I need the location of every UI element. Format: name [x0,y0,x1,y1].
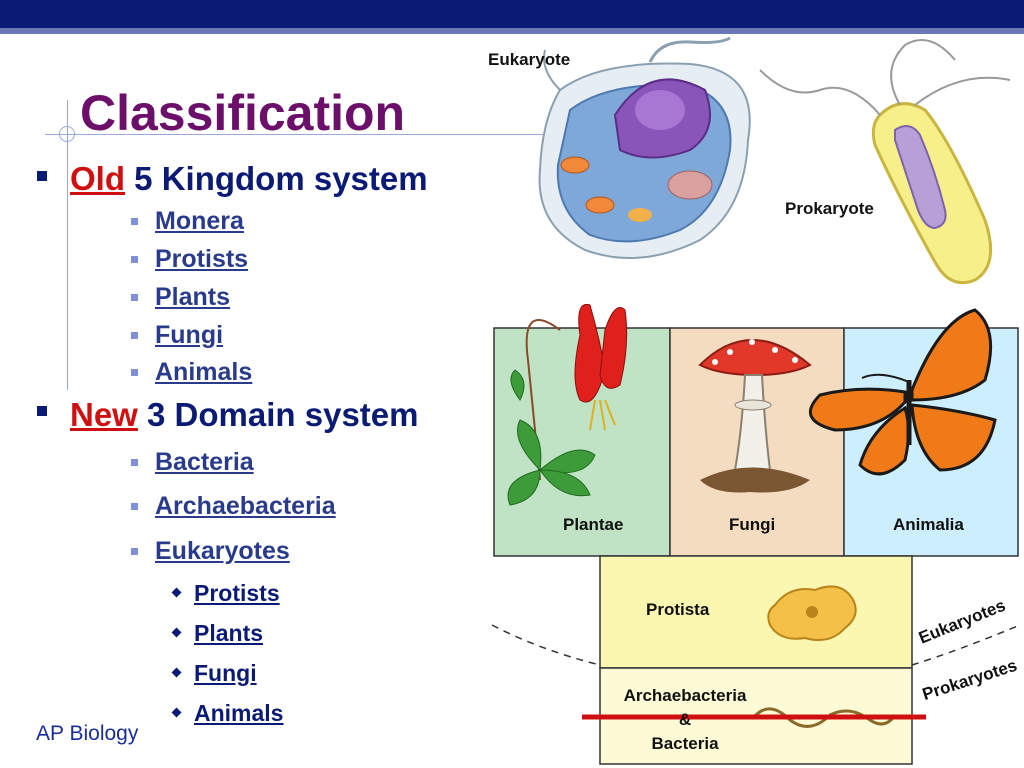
columbine-plant-illustration [507,303,628,506]
kingdom-link-plants[interactable]: Plants [155,283,231,311]
kingdom-link-protists[interactable]: Protists [155,245,249,273]
bacteria-label: Bacteria [651,734,719,753]
slide-title: Classification [80,85,406,141]
eukaryote-link-animals[interactable]: Animals [194,700,284,726]
amoeba-illustration [767,585,857,641]
plantae-label: Plantae [563,515,624,534]
kingdom-link-monera[interactable]: Monera [155,207,244,235]
prokaryote-label: Prokaryote [785,199,874,218]
sub-bullet-icon [131,548,138,555]
boundary-curve-right [911,624,1021,666]
new-highlight: New [70,396,138,433]
slide-top-banner [0,0,1024,28]
domain-link-eukaryotes[interactable]: Eukaryotes [155,537,290,565]
prokaryotic-cell-illustration [759,39,1011,285]
sub-bullet-icon [131,294,138,301]
old-highlight: Old [70,160,125,197]
bullet-old-kingdom: Old 5 Kingdom system [70,160,428,198]
domain-link-archaebacteria[interactable]: Archaebacteria [155,492,336,520]
slide-top-banner-stripe [0,28,1024,34]
kingdom-link-fungi[interactable]: Fungi [155,321,224,349]
sub-bullet-icon [131,503,138,510]
eukaryotic-cell-illustration [538,36,751,259]
archaebacteria-label: Archaebacteria [623,686,747,705]
sub-bullet-icon [131,369,138,376]
butterfly-illustration [808,308,997,476]
title-rule-horizontal [45,134,745,135]
protista-label: Protista [646,600,710,619]
boundary-curve-left [491,624,601,666]
fungi-label: Fungi [729,515,776,534]
eukaryote-label: Eukaryote [488,50,571,69]
bullet-square-icon [37,406,47,416]
new-text: 3 Domain system [147,396,419,433]
bullet-new-domain: New 3 Domain system [70,396,418,434]
kingdom-link-animals[interactable]: Animals [155,358,253,386]
sub-bullet-icon [131,256,138,263]
domain-link-bacteria[interactable]: Bacteria [155,448,254,476]
eukaryote-link-protists[interactable]: Protists [194,580,280,606]
mushroom-illustration [698,339,812,493]
ampersand-label: & [678,710,692,729]
sub-bullet-icon [131,459,138,466]
footer-course-label: AP Biology [36,722,139,745]
title-rule-vertical [67,100,68,390]
sub-bullet-icon [131,332,138,339]
animalia-label: Animalia [893,515,964,534]
crosshair-icon [59,126,75,142]
protista-panel [599,555,913,669]
sub-bullet-icon [131,218,138,225]
eukaryote-link-plants[interactable]: Plants [194,620,264,646]
bullet-square-icon [37,171,47,181]
old-text: 5 Kingdom system [134,160,428,197]
eukaryote-link-fungi[interactable]: Fungi [194,660,257,686]
